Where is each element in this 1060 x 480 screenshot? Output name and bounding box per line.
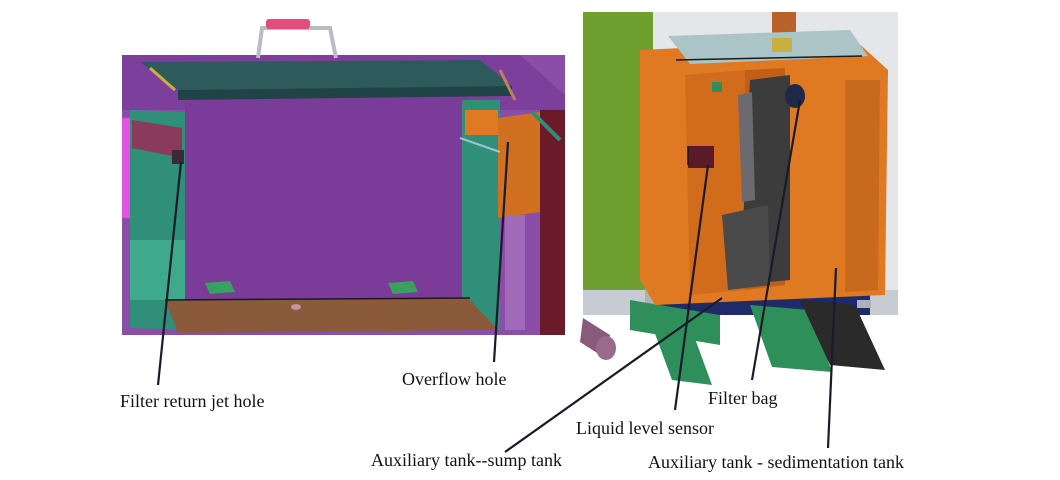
right-outer-wall — [540, 110, 565, 335]
sedimentation-compartment — [845, 80, 880, 292]
tank-handle — [256, 19, 338, 59]
green-leg-left — [650, 320, 712, 385]
right-frame-column — [462, 100, 500, 330]
floor-clip-right — [388, 281, 418, 294]
dark-leg — [800, 300, 885, 370]
label-filter-return-jet-hole: Filter return jet hole — [120, 391, 264, 411]
tank-floor — [165, 298, 498, 333]
leader-filter-bag — [750, 99, 802, 381]
filter-bag-clip — [785, 84, 805, 108]
tank-top-cover — [668, 30, 868, 64]
filter-return-jet-hole — [172, 150, 184, 164]
leader-liquid-sensor — [673, 164, 710, 411]
labels: Filter return jet hole Overflow hole Fil… — [120, 369, 904, 472]
filter-bag-lower — [722, 205, 770, 290]
filter-bag-highlight — [738, 92, 755, 202]
tank-foot — [857, 300, 871, 308]
tank-lid-edge — [178, 86, 512, 100]
tank-lid — [140, 60, 512, 90]
lid-pin-left — [149, 66, 176, 92]
right-edge-strip — [530, 110, 562, 142]
floor-clip-left — [205, 281, 235, 294]
overflow-edge — [459, 137, 501, 153]
label-auxiliary-sump-tank: Auxiliary tank--sump tank — [371, 450, 562, 470]
floor-drain — [291, 304, 301, 310]
filter-return-pipe — [132, 120, 182, 158]
overflow-port — [465, 110, 498, 135]
handle-grip — [266, 19, 310, 29]
leader-overflow — [492, 141, 510, 363]
right-inner-panel — [505, 215, 525, 330]
leader-sedimentation — [826, 267, 838, 449]
drain-pipe-end — [596, 336, 616, 360]
top-fitting — [772, 38, 792, 52]
label-overflow-hole: Overflow hole — [402, 369, 506, 389]
label-liquid-level-sensor: Liquid level sensor — [576, 418, 714, 438]
main-tank-view — [122, 19, 565, 335]
left-frame-bracket — [130, 240, 185, 300]
liquid-level-sensor — [688, 146, 714, 168]
tank-inner-back-wall — [185, 90, 465, 300]
leader-lines — [156, 99, 838, 453]
auxiliary-tank-view — [580, 12, 898, 385]
green-beam-left-top — [630, 300, 720, 345]
leader-filter-return — [156, 161, 183, 386]
lid-pin-right — [498, 69, 517, 101]
overflow-box — [498, 112, 540, 218]
label-filter-bag: Filter bag — [708, 388, 778, 408]
label-auxiliary-sedimentation-tank: Auxiliary tank - sedimentation tank — [648, 452, 904, 472]
tank-tab — [712, 82, 722, 92]
leader-sump-tank — [504, 297, 723, 453]
